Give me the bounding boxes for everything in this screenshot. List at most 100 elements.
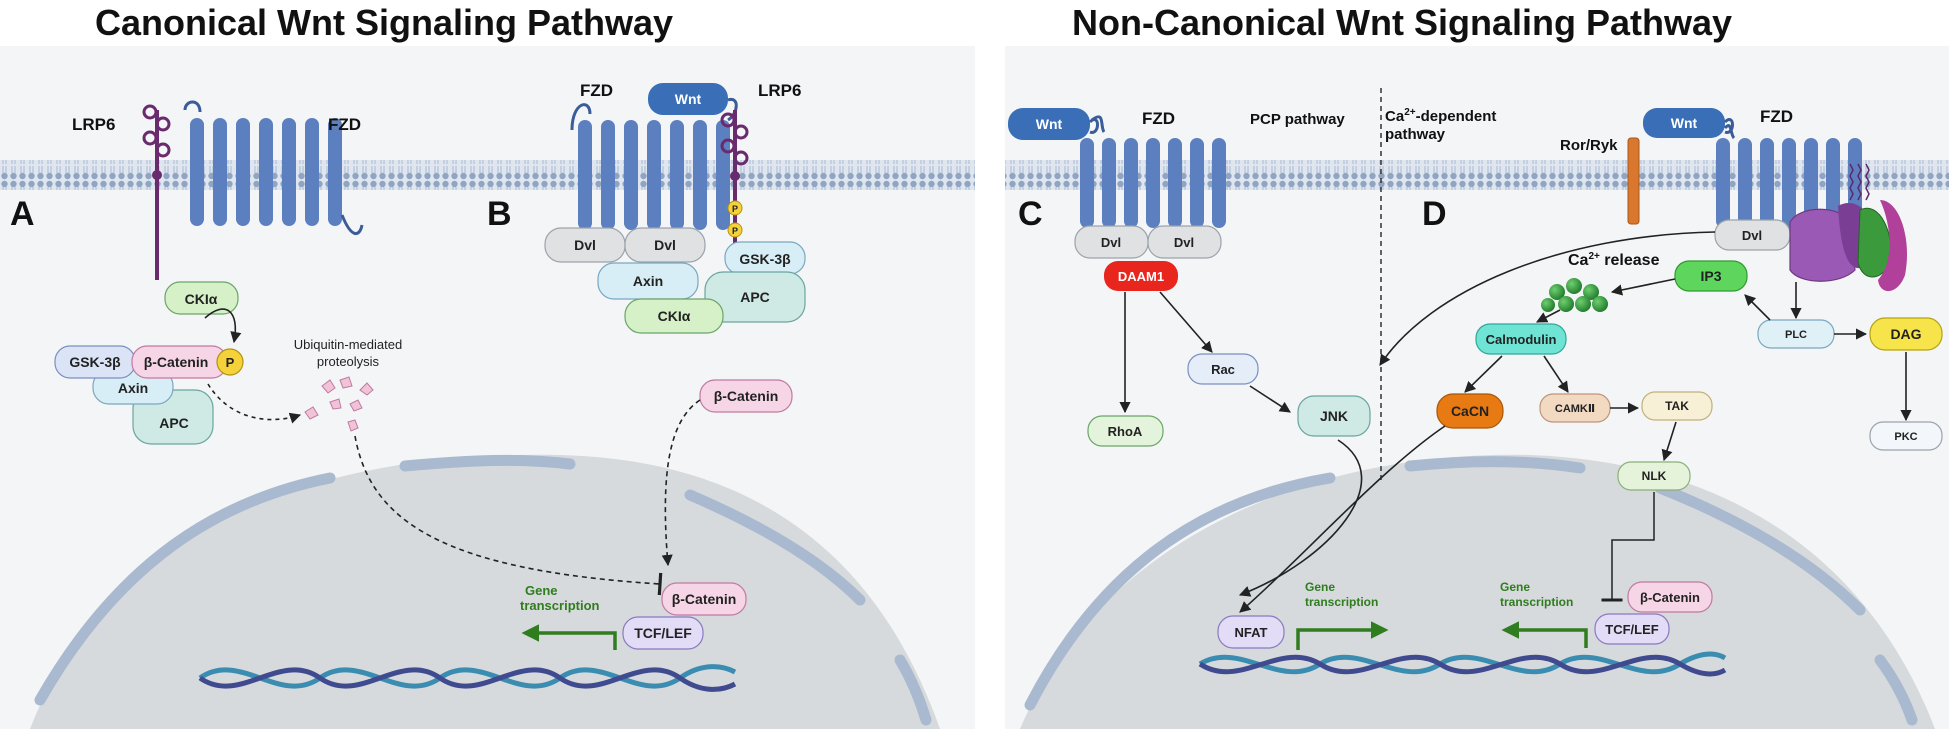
pcp-pathway-label: PCP pathway [1250,111,1345,128]
gsk3b-label-a: GSK-3β [69,354,121,370]
calmodulin-camkii-arrow [1543,355,1569,393]
nfat-label: NFAT [1235,625,1268,640]
gene-label-a-line2: transcription [520,598,600,613]
ca-pathway-label-line1: Ca2+-dependent [1385,107,1496,125]
daam1-rac-arrow [1159,291,1213,353]
rhoa-node [1087,415,1164,447]
phospho-2-b: P [732,226,738,236]
rhoa-label: RhoA [1108,424,1143,439]
fzd-label-b: FZD [580,81,613,100]
nuclear-complex-d [1594,581,1713,645]
phospho-label-a: P [226,355,235,370]
rac-node [1187,353,1259,385]
phospho-1-b: P [732,204,738,214]
lrp6-receptor-b [720,110,749,245]
rac-jnk-arrow [1249,385,1291,413]
gene-label-c-line1: Gene [1305,580,1335,594]
panel-label-d: D [1422,195,1447,233]
ip3-label: IP3 [1700,268,1721,284]
tak-node [1641,391,1713,421]
dvl-jnk-arrow [1379,231,1716,366]
daam1-node [1104,261,1178,291]
tcf-lef-label-a: TCF/LEF [634,625,692,641]
calmodulin-node [1475,323,1567,355]
g-protein-lipid-anchors [1849,163,1870,201]
fzd-receptor-b [570,103,730,230]
plc-ip3-arrow [1744,294,1771,321]
tak-nlk-arrow [1661,421,1677,462]
ubiquitin-label-line1: Ubiquitin-mediated [294,337,402,352]
signalosome-b [544,227,806,334]
dvl-pair-c [1074,225,1222,259]
membrane-left [0,160,975,190]
apc-label-a: APC [159,415,189,431]
ror-ryk-label: Ror/Ryk [1560,137,1618,154]
ck1a-label-a: CKIα [185,291,218,307]
dna-right [1198,651,1727,677]
nlk-node [1617,461,1691,491]
panel-label-a: A [10,195,35,233]
dna-left [198,664,737,692]
wnt-label-b: Wnt [675,91,702,107]
pkc-label: PKC [1894,431,1917,443]
b-catenin-label-a: β-Catenin [144,354,209,370]
dvl1-label-b: Dvl [574,237,596,253]
gene-arrow-c [1296,621,1389,650]
fzd-label-c: FZD [1142,109,1175,128]
calcium-ions-cluster [1541,278,1608,312]
lrp6-label-a: LRP6 [72,115,115,134]
title-canonical: Canonical Wnt Signaling Pathway [95,2,674,43]
destruction-complex-a [54,281,244,445]
b-catenin-translocation-arrow [661,399,701,567]
cacn-label: CaCN [1451,403,1489,419]
wnt-label-c: Wnt [1036,116,1063,132]
ca-calmodulin-arrow [1536,309,1561,323]
cacn-node [1436,393,1504,429]
calmodulin-cacn-arrow [1464,355,1503,393]
panel-label-b: B [487,195,512,233]
gene-label-a-line1: Gene [525,583,558,598]
nlk-label: NLK [1642,469,1667,483]
b-catenin-label-b: β-Catenin [714,388,779,404]
axin-label-b: Axin [633,273,663,289]
nucleus-left [30,454,940,729]
nfat-node [1217,615,1285,649]
protein-fragments [304,376,374,432]
tak-label: TAK [1665,399,1689,413]
fzd-label-a: FZD [328,115,361,134]
lrp6-label-b: LRP6 [758,81,801,100]
dvl2-label-c: Dvl [1174,235,1194,250]
ca-pathway-label-line2: pathway [1385,126,1446,143]
gene-arrow-d [1501,621,1588,648]
wnt-ligand-c [1008,108,1099,140]
ip3-node [1674,260,1748,292]
gene-label-d-line1: Gene [1500,580,1530,594]
ca-release-label: Ca2+ release [1568,251,1660,269]
wnt-label-d: Wnt [1671,115,1698,131]
fzd-label-d: FZD [1760,107,1793,126]
gsk3b-label-b: GSK-3β [739,251,791,267]
jnk-nfat-arrow [1238,439,1363,597]
gene-arrow-a [521,624,617,650]
title-non-canonical: Non-Canonical Wnt Signaling Pathway [1072,2,1733,43]
dag-label: DAG [1890,326,1921,342]
panel-label-c: C [1018,195,1043,233]
camkii-label: CAMKⅡ [1555,403,1595,415]
axin-label-a: Axin [118,380,148,396]
dvl1-label-c: Dvl [1101,235,1121,250]
plc-label: PLC [1785,329,1807,341]
fzd-receptor-c [1080,115,1226,228]
dvl-label-d: Dvl [1742,228,1762,243]
fzd-receptor-a [183,100,364,235]
ip3-ca-arrow [1610,278,1676,296]
nuclear-complex-a [622,582,747,650]
phosphorylation-arrow [204,308,242,344]
g-protein-complex [1789,200,1908,292]
rac-label: Rac [1211,362,1235,377]
tcf-lef-label-d: TCF/LEF [1605,622,1658,637]
gene-label-c-line2: transcription [1305,595,1378,609]
ck1a-label-b: CKIα [658,308,691,324]
wnt-ligand-d [1643,108,1734,138]
nuc-b-catenin-label-a: β-Catenin [672,591,737,607]
